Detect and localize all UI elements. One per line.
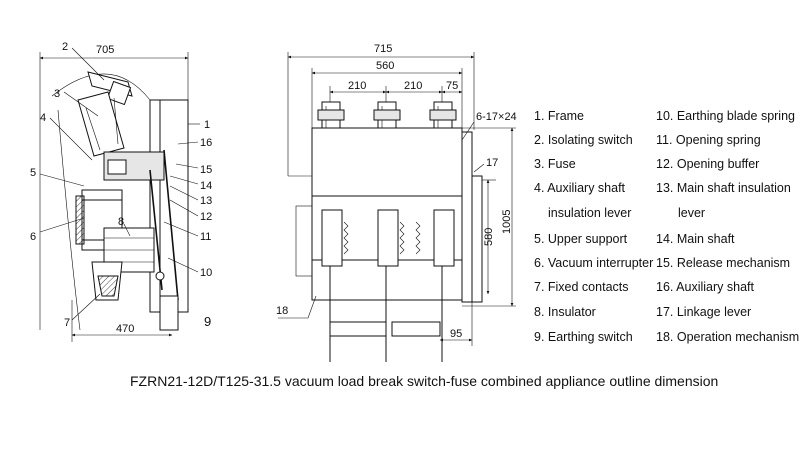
legend-item: lever	[678, 206, 705, 220]
callout-7: 7	[64, 317, 70, 329]
legend-item: 16. Auxiliary shaft	[656, 280, 754, 294]
legend-item: 9. Earthing switch	[534, 330, 633, 344]
legend-item: 6. Vacuum interrupter	[534, 256, 653, 270]
callout-9: 9	[204, 314, 211, 329]
legend-item: 5. Upper support	[534, 232, 628, 246]
legend-item: 7. Fixed contacts	[534, 280, 629, 294]
callout-12: 12	[200, 211, 212, 223]
callout-13: 13	[200, 195, 212, 207]
figure-caption: FZRN21-12D/T125-31.5 vacuum load break s…	[130, 373, 718, 389]
dim-95: 95	[450, 328, 462, 340]
dim-715: 715	[374, 43, 392, 55]
legend-item: 11. Opening spring	[656, 133, 761, 147]
dim-210-b: 210	[404, 80, 422, 92]
dim-210-a: 210	[348, 80, 366, 92]
callout-5: 5	[30, 167, 36, 179]
callout-8: 8	[118, 216, 124, 228]
side-view: 705	[30, 41, 212, 342]
callout-16: 16	[200, 137, 212, 149]
callout-18: 18	[276, 305, 288, 317]
dim-holes: 6-17×24	[476, 111, 517, 123]
lower-assemblies	[321, 209, 455, 362]
side-callouts: 2 3 4 5 6 7 8 9 10 11 12 13 14 15	[30, 41, 212, 329]
dim-705: 705	[96, 44, 114, 56]
legend-item: 8. Insulator	[534, 305, 596, 319]
legend-item: insulation lever	[548, 206, 631, 220]
callout-11: 11	[200, 231, 211, 243]
legend-item: 10. Earthing blade spring	[656, 109, 795, 123]
callout-14: 14	[200, 180, 212, 192]
legend: 1. Frame 2. Isolating switch 3. Fuse 4. …	[534, 109, 799, 344]
legend-item: 18. Operation mechanism	[656, 330, 799, 344]
callout-15: 15	[200, 164, 212, 176]
legend-item: 12. Opening buffer	[656, 157, 759, 171]
callout-17: 17	[486, 157, 498, 169]
dim-470: 470	[116, 323, 134, 335]
callout-4: 4	[40, 112, 46, 124]
dim-75: 75	[446, 80, 458, 92]
legend-item: 14. Main shaft	[656, 232, 735, 246]
legend-item: 13. Main shaft insulation	[656, 181, 791, 195]
callout-1: 1	[204, 119, 210, 131]
legend-item: 15. Release mechanism	[656, 256, 790, 270]
callout-3: 3	[54, 88, 60, 100]
legend-item: 4. Auxiliary shaft	[534, 181, 626, 195]
legend-item: 1. Frame	[534, 109, 584, 123]
legend-item: 17. Linkage lever	[656, 305, 751, 319]
dim-560: 560	[376, 60, 394, 72]
callout-2: 2	[62, 41, 68, 53]
legend-item: 2. Isolating switch	[534, 133, 633, 147]
dim-1005: 1005	[501, 210, 513, 234]
legend-item: 3. Fuse	[534, 157, 576, 171]
callout-6: 6	[30, 231, 36, 243]
front-view: 715 560 210 210 75	[276, 43, 517, 362]
dim-580: 580	[483, 228, 495, 246]
callout-10: 10	[200, 267, 212, 279]
